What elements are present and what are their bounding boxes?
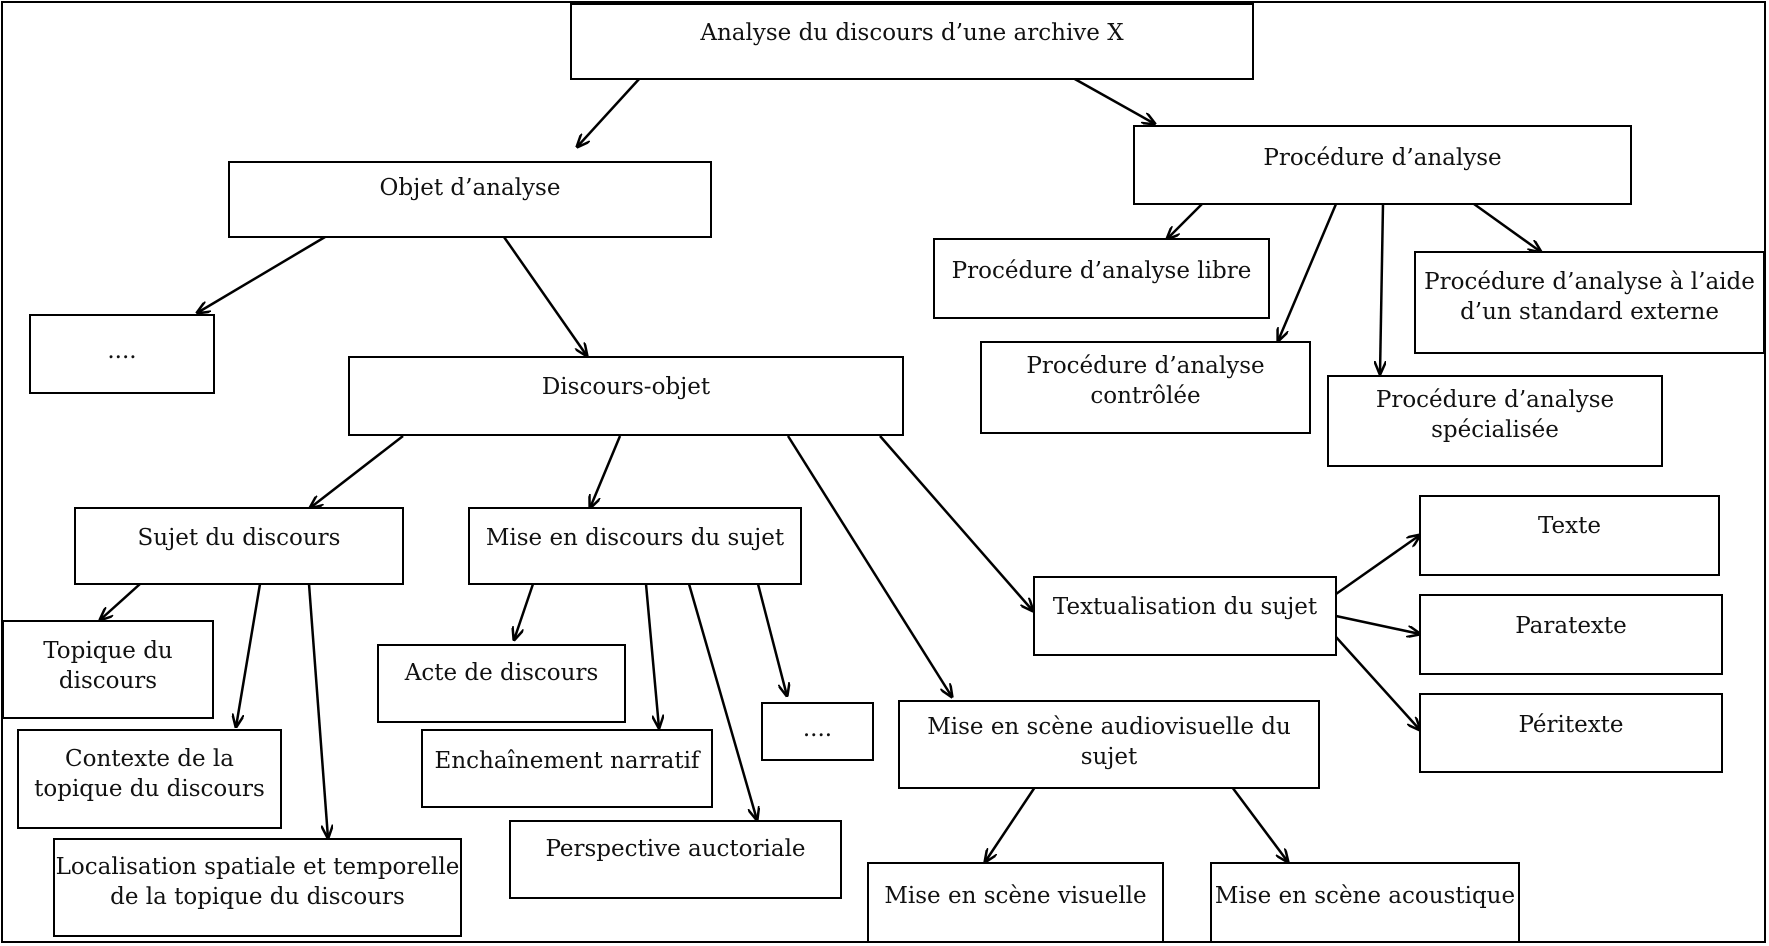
node-sujet-discours: Sujet du discours [74,507,404,585]
node-textualisation-label: Textualisation du sujet [1052,594,1318,620]
node-procedure-specialisee: Procédure d’analyse spécialisée [1327,375,1663,467]
node-enchainement: Enchaînement narratif [421,729,713,808]
edge-textualisation-paratexte [1335,614,1420,634]
node-contexte: Contexte de la topique du discours [17,729,282,829]
node-procedure-controlee-line1: Procédure d’analyse [1026,353,1265,379]
edge-procedure-specialisee [1380,203,1383,374]
node-texte-label: Texte [1538,513,1601,539]
node-texte: Texte [1419,495,1720,576]
node-mise-en-discours-label: Mise en discours du sujet [485,525,785,551]
node-ellipsis-mid-label: .... [802,716,833,742]
node-contexte-line1: Contexte de la [65,746,234,772]
node-paratexte: Paratexte [1419,594,1723,675]
node-localisation-line2: de la topique du discours [110,884,405,910]
node-peritexte: Péritexte [1419,693,1723,773]
edge-sujet-localisation [307,583,328,838]
edge-mise-ellipsis [756,583,787,696]
node-paratexte-label: Paratexte [1515,613,1627,639]
node-perspective: Perspective auctoriale [509,820,842,899]
node-audiovisuelle-line1: Mise en scène audiovisuelle du [927,714,1291,740]
node-procedure-specialisee-line1: Procédure d’analyse [1375,387,1615,413]
node-textualisation: Textualisation du sujet [1033,576,1337,656]
edge-textualisation-texte [1335,535,1420,596]
edge-sujet-contexte [236,583,262,727]
node-localisation-line1: Localisation spatiale et temporelle [55,854,460,880]
edge-root-objet [577,77,641,147]
node-topique-line1: Topique du [43,638,173,664]
node-procedure-externe-line1: Procédure d’analyse à l’aide [1424,269,1755,295]
edge-objet-ellipsis [197,235,326,313]
node-acte-discours-label: Acte de discours [404,660,599,686]
node-procedure-controlee-line2: contrôlée [1090,383,1201,409]
edge-procedure-controlee [1278,203,1338,341]
edge-textualisation-peritexte [1335,636,1420,730]
edge-sujet-topique [100,583,141,620]
node-mise-en-scene-visuelle-label: Mise en scène visuelle [884,883,1147,909]
node-localisation: Localisation spatiale et temporelle de la… [53,838,462,937]
edge-discours-textualisation [879,435,1033,611]
node-objet-analyse: Objet d’analyse [228,161,712,238]
edge-discours-mise [590,435,622,508]
node-topique-line2: discours [58,668,158,694]
node-mise-en-discours: Mise en discours du sujet [468,507,802,585]
node-contexte-line2: topique du discours [34,776,265,802]
node-sujet-discours-label: Sujet du discours [137,525,341,551]
node-perspective-label: Perspective auctoriale [545,836,806,862]
node-procedure-libre-label: Procédure d’analyse libre [951,258,1252,284]
node-ellipsis-mid: .... [761,702,874,761]
node-root: Analyse du discours d’une archive X [570,3,1254,80]
edge-root-procedure [1072,76,1155,124]
node-ellipsis-left: .... [29,314,215,394]
edge-objet-discours [502,236,587,356]
edge-audiovisuelle-acoustique [1230,786,1288,862]
edge-discours-sujet [310,435,404,508]
node-root-label: Analyse du discours d’une archive X [700,20,1124,46]
node-procedure-analyse-label: Procédure d’analyse [1263,145,1502,171]
node-audiovisuelle-line2: sujet [1080,744,1138,770]
node-mise-en-scene-visuelle: Mise en scène visuelle [867,862,1164,943]
node-ellipsis-left-label: .... [107,338,137,364]
node-audiovisuelle: Mise en scène audiovisuelle du sujet [898,700,1320,789]
node-procedure-controlee: Procédure d’analyse contrôlée [980,341,1311,434]
node-procedure-externe-line2: d’un standard externe [1460,299,1719,325]
edge-mise-perspective [687,583,757,820]
edge-discours-audiovisuelle [786,435,952,697]
edge-procedure-libre [1167,203,1203,239]
node-topique: Topique du discours [2,620,214,719]
node-discours-objet-label: Discours-objet [541,374,711,400]
edge-mise-enchainement [644,583,659,728]
node-mise-en-scene-acoustique-label: Mise en scène acoustique [1214,883,1516,909]
node-procedure-libre: Procédure d’analyse libre [933,238,1270,319]
node-objet-analyse-label: Objet d’analyse [379,175,561,201]
node-peritexte-label: Péritexte [1518,712,1624,738]
node-mise-en-scene-acoustique: Mise en scène acoustique [1210,862,1520,943]
node-procedure-externe: Procédure d’analyse à l’aide d’un standar… [1414,251,1765,354]
edge-mise-acte [514,583,535,640]
edge-procedure-externe [1473,202,1541,252]
node-procedure-specialisee-line2: spécialisée [1431,417,1559,443]
node-enchainement-label: Enchaînement narratif [434,748,700,774]
node-acte-discours: Acte de discours [377,644,626,723]
node-procedure-analyse: Procédure d’analyse [1133,125,1632,205]
edge-audiovisuelle-visuelle [985,786,1037,862]
node-discours-objet: Discours-objet [348,356,904,436]
